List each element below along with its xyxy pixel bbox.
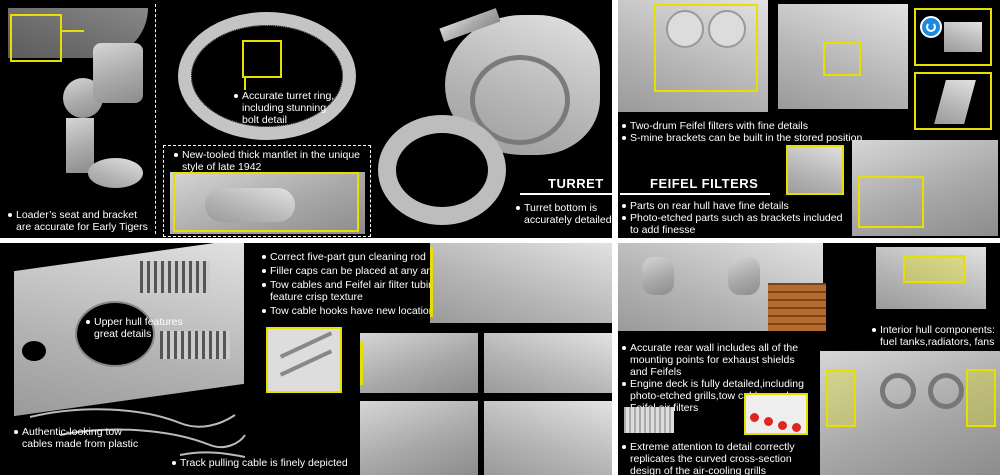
s-mine-stored-detail	[914, 72, 992, 130]
tow-cables-image	[20, 395, 250, 465]
caption-feifel-filters: Two-drum Feifel filters with fine detail…	[622, 120, 808, 132]
mantlet-frame	[163, 145, 371, 237]
caption-turret-bottom: Turret bottom is accurately detailed	[516, 202, 612, 226]
panel-engine-deck: Accurate rear wall includes all of the m…	[618, 243, 1000, 475]
caption-upper-hull: Upper hull features great details	[86, 316, 183, 340]
caption-loader-seat: Loader’s seat and bracket are accurate f…	[8, 209, 148, 233]
rear-bracket-image	[786, 145, 844, 195]
interior-component-image	[876, 247, 986, 309]
detail-image-4	[484, 401, 612, 475]
tow-cable-detail-image	[268, 329, 340, 391]
caption-authentic-cables: Authentic-looking tow cables made from p…	[14, 426, 138, 450]
caption-rear-wall: Accurate rear wall includes all of the m…	[622, 342, 798, 378]
detail-image-2	[484, 333, 612, 393]
mantlet-highlight	[173, 172, 359, 232]
feifel-filter-highlight	[654, 4, 758, 92]
caption-tow-cables-tubing: Tow cables and Feifel air filter tubing …	[262, 279, 440, 303]
caption-photo-etched: Photo-etched parts such as brackets incl…	[622, 212, 842, 236]
panel-feifel: Two-drum Feifel filters with fine detail…	[618, 0, 1000, 238]
s-mine-highlight	[823, 42, 861, 76]
caption-grills: Extreme attention to detail correctly re…	[622, 441, 795, 475]
loader-seat-image	[8, 8, 153, 198]
caption-interior-hull: Interior hull components: fuel tanks,rad…	[872, 324, 995, 348]
photo-etch-fret-image	[624, 407, 674, 433]
panel-upper-hull: Upper hull features great details Authen…	[0, 243, 612, 475]
rear-hull-image	[852, 140, 998, 236]
caption-turret-ring: Accurate turret ring, including stunning…	[234, 90, 334, 126]
caption-s-mine: S-mine brackets can be built in the stor…	[622, 132, 862, 144]
caption-rear-hull-parts: Parts on rear hull have fine details	[622, 200, 789, 212]
rear-hull-highlight	[858, 176, 924, 228]
s-mine-detail	[914, 8, 992, 66]
turret-ring-highlight	[242, 40, 282, 78]
caption-gun-rod: Correct five-part gun cleaning rod	[262, 251, 426, 263]
heading-feifel: FEIFEL FILTERS	[650, 176, 759, 191]
caption-mantlet: New-tooled thick mantlet in the unique s…	[174, 149, 360, 173]
hull-side-image	[430, 243, 612, 323]
caption-tow-hooks: Tow cable hooks have new locations	[262, 305, 440, 317]
grill-image	[744, 393, 808, 435]
interior-hull-image	[820, 351, 1000, 475]
heading-turret: TURRET	[548, 176, 604, 191]
turret-bottom-image	[378, 115, 506, 225]
caption-filler-caps: Filler caps can be placed at any angle	[262, 265, 446, 277]
detail-image-1	[360, 333, 478, 393]
detail-image-3	[360, 401, 478, 475]
loader-seat-highlight	[10, 14, 62, 62]
panel-turret: Loader’s seat and bracket are accurate f…	[0, 0, 612, 238]
caption-track-cable: Track pulling cable is finely depicted	[172, 457, 348, 469]
rotate-icon	[920, 16, 942, 38]
